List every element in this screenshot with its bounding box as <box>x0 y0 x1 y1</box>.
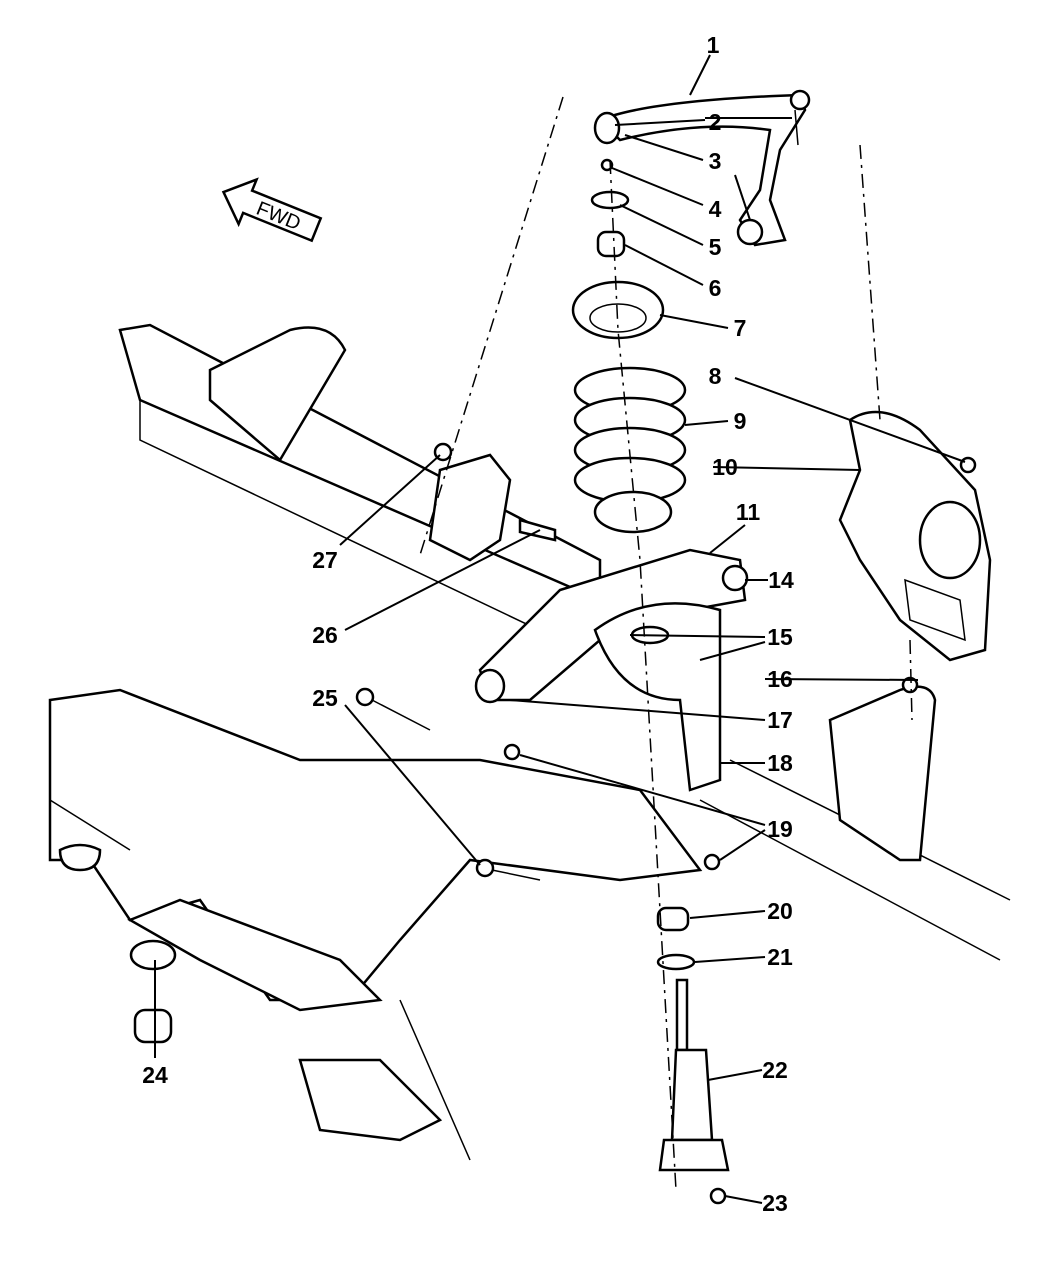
callout-5: 5 <box>709 234 722 260</box>
centerline <box>609 159 677 1191</box>
callout-2: 2 <box>709 109 722 135</box>
callout-22: 22 <box>762 1057 788 1083</box>
callout-18: 18 <box>767 750 793 776</box>
callout-7: 7 <box>734 315 747 341</box>
callout-16: 16 <box>767 666 793 692</box>
frame-bracket <box>428 453 512 562</box>
forward-arrow-icon: FWD <box>221 177 323 243</box>
spring-isolator <box>571 280 665 340</box>
callout-19: 19 <box>767 816 793 842</box>
callout-23: 23 <box>762 1190 788 1216</box>
callout-24: 24 <box>142 1062 168 1088</box>
leader-lines <box>154 54 966 1204</box>
callout-3: 3 <box>709 148 722 174</box>
steering-knuckle <box>838 410 992 662</box>
jounce-bumper <box>129 939 177 1044</box>
centerline <box>859 144 881 421</box>
fasteners <box>355 442 977 881</box>
bushing <box>596 230 626 258</box>
centerline <box>419 96 564 556</box>
callout-27: 27 <box>312 547 338 573</box>
callout-11: 11 <box>736 499 761 525</box>
washer <box>590 190 630 210</box>
callout-4: 4 <box>709 196 722 222</box>
callout-25: 25 <box>312 685 338 711</box>
callout-15: 15 <box>767 624 793 650</box>
callout-10: 10 <box>712 454 738 480</box>
callout-8: 8 <box>709 363 722 389</box>
callout-21: 21 <box>767 944 793 970</box>
callout-20: 20 <box>767 898 793 924</box>
crossmember <box>48 688 703 1161</box>
callout-26: 26 <box>312 622 338 648</box>
callout-labels: 1 2 3 4 5 6 7 8 9 10 11 14 15 16 17 18 1… <box>142 32 794 1216</box>
callout-6: 6 <box>709 275 722 301</box>
callout-1: 1 <box>707 32 720 58</box>
lower-control-arm <box>474 548 749 792</box>
upper-control-arm <box>593 89 811 247</box>
shock-absorber <box>656 906 730 1205</box>
callout-14: 14 <box>768 567 794 593</box>
callout-9: 9 <box>734 408 747 434</box>
callout-17: 17 <box>767 707 793 733</box>
